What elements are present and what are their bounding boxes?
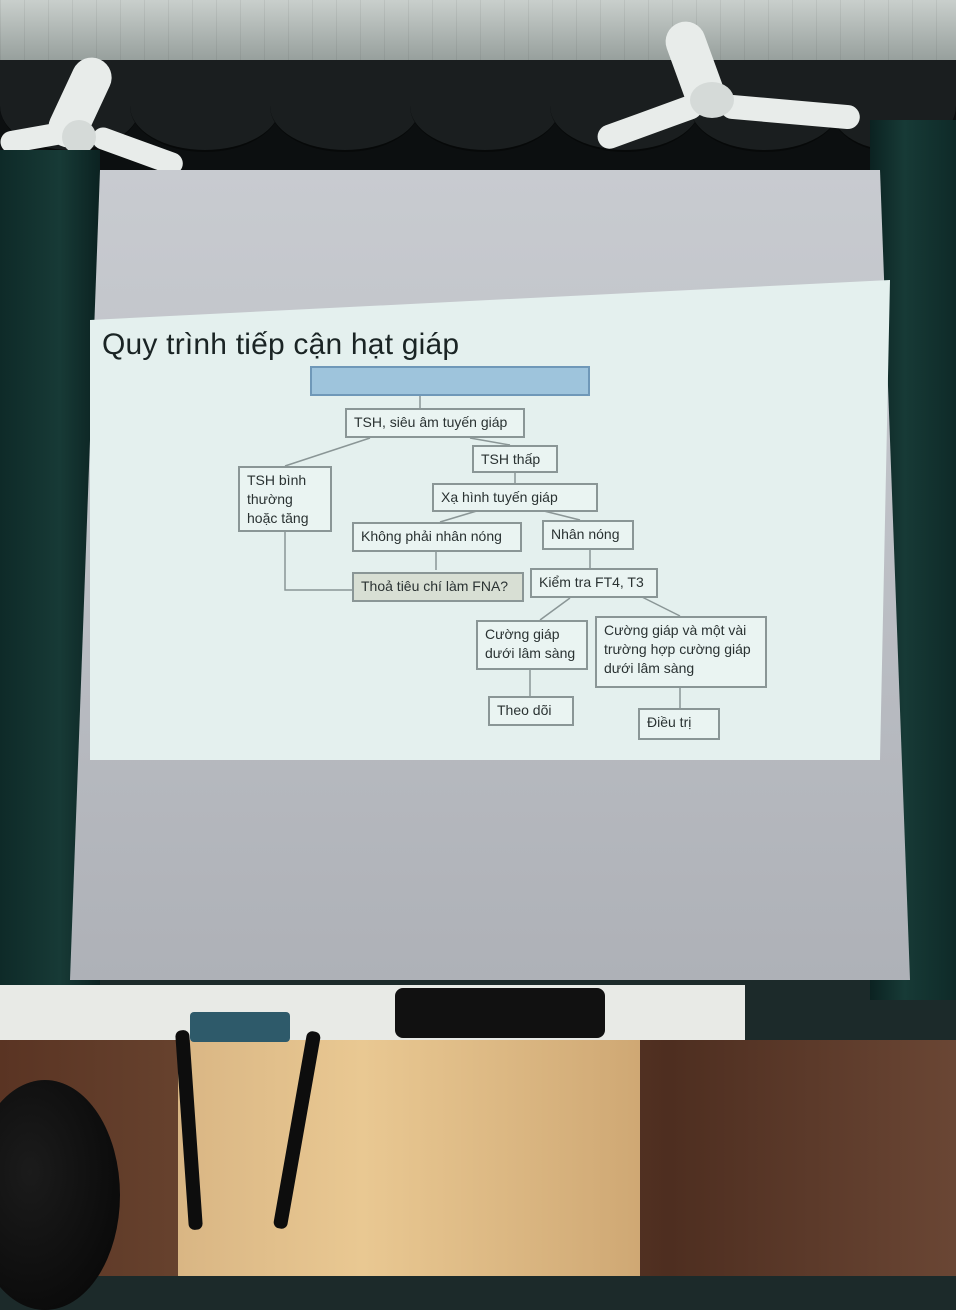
curtain-swag [130,60,280,152]
flow-box-hot-nodule: Nhân nóng [542,520,634,550]
slide-title: Quy trình tiếp cận hạt giáp [102,328,460,361]
flow-box-subclinical-hyper: Cường giáp dưới lâm sàng [476,620,588,670]
flow-box-start [310,366,590,396]
ceiling-fan-left [0,0,200,180]
flow-box-treatment: Điều trị [638,708,720,740]
ceiling [0,0,956,70]
flow-box-tsh-ultrasound: TSH, siêu âm tuyến giáp [345,408,525,438]
ceiling-tiles [0,0,956,60]
black-bag [395,988,605,1038]
blue-pouch [190,1012,290,1042]
flow-box-not-hot-nodule: Không phải nhân nóng [352,522,522,552]
flow-box-tsh-normal: TSH bình thường hoặc tăng [238,466,332,532]
wooden-podium [178,1040,640,1276]
curtain-swag [410,60,560,152]
flow-box-thyroid-scan: Xạ hình tuyến giáp [432,483,598,512]
flow-box-overt-hyper: Cường giáp và một vài trường hợp cường g… [595,616,767,688]
flow-box-tsh-low: TSH thấp [472,445,558,473]
stage-edge [0,985,745,1040]
flow-box-follow-up: Theo dõi [488,696,574,726]
flow-box-fna-criteria: Thoả tiêu chí làm FNA? [352,572,524,602]
ceiling-fan-right [580,0,880,153]
audience-head [0,1080,120,1310]
curtain-swag [270,60,420,152]
flowchart-connectors [284,396,681,708]
flow-box-check-ft4-t3: Kiểm tra FT4, T3 [530,568,658,598]
